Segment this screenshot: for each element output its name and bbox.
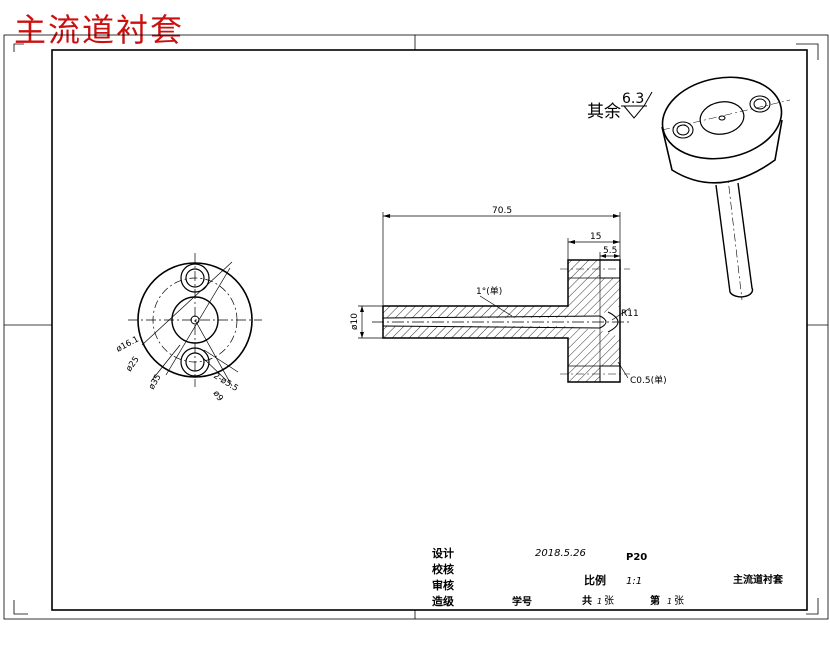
tb-scale-label: 比例 [584, 573, 606, 587]
tb-sheet-unit: 张 [604, 595, 614, 607]
title-block: 设计 校核 审核 造级 2018.5.26 P20 比例 1:1 主流道衬套 学… [432, 546, 784, 608]
section-view [358, 212, 632, 383]
dim-overall-length: 70.5 [492, 206, 512, 216]
end-view-labels: ø16.1 ø25 ø35 2-ø5.5 ø9 [115, 334, 240, 403]
tb-sheet-unit2: 张 [674, 595, 684, 607]
surface-roughness-value: 6.3 [622, 91, 644, 107]
isometric-view [661, 76, 791, 301]
tb-date: 2018.5.26 [535, 548, 586, 559]
dim-chamfer: C0.5(单) [630, 374, 667, 386]
tb-material: P20 [626, 552, 647, 563]
dim-pin-diameter: ø10 [350, 313, 360, 330]
surface-note: 其余 6.3 [587, 91, 653, 122]
dim-dia-35: ø35 [147, 373, 164, 392]
tb-sheet-no: 1 [667, 597, 672, 606]
tb-check-label: 校核 [432, 562, 454, 576]
tb-review-label: 审核 [432, 578, 454, 592]
dim-dia-9: ø9 [211, 389, 225, 403]
tb-total-count: 1 [597, 597, 602, 606]
stamp-title: 主流道衬套 [14, 11, 185, 49]
dim-taper: 1°(单) [476, 285, 502, 297]
surface-note-prefix: 其余 [587, 102, 621, 122]
tb-scale-value: 1:1 [626, 576, 642, 587]
dim-counterbore-depth: 5.5 [603, 246, 617, 256]
tb-make-label: 造级 [432, 594, 455, 608]
dim-dia-25: ø25 [124, 355, 141, 374]
tb-total-prefix: 共 [582, 594, 592, 607]
dim-sprue-radius: R11 [621, 309, 639, 319]
dim-dia-16: ø16.1 [115, 334, 141, 354]
tb-sheet-prefix: 第 [650, 594, 660, 607]
roughness-symbol-icon [623, 91, 653, 119]
sheet-frame [3, 34, 829, 620]
section-labels: 70.5 15 5.5 ø10 1°(单) R11 C0.5(单) [350, 206, 667, 386]
tb-part-name: 主流道衬套 [733, 573, 784, 586]
tb-design-label: 设计 [432, 546, 454, 560]
end-view [128, 253, 262, 387]
dim-flange-length: 15 [590, 232, 601, 242]
tb-student-no-label: 学号 [512, 595, 532, 608]
